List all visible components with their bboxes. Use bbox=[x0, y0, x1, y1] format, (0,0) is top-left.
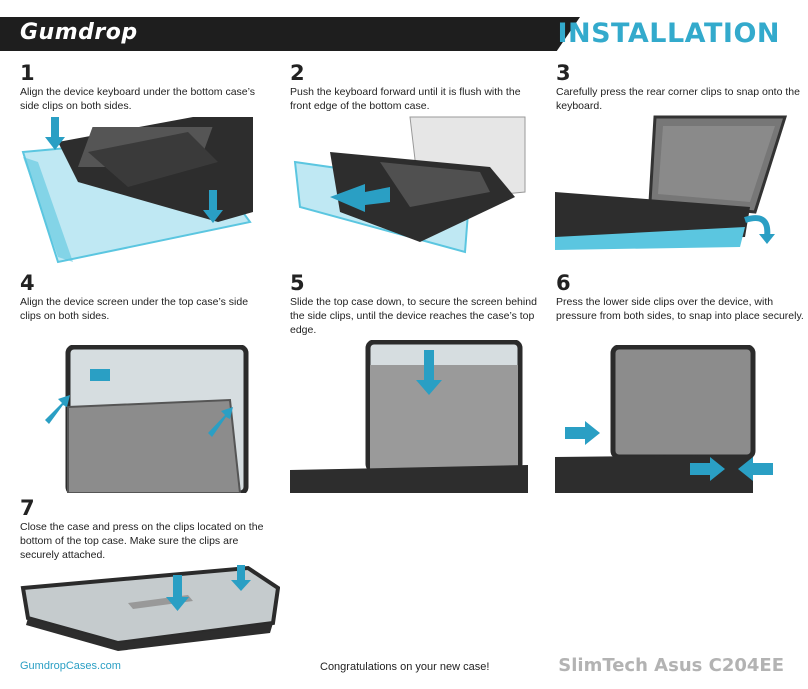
step-2: 2 Push the keyboard forward until it is … bbox=[290, 62, 540, 113]
arrow-icon bbox=[565, 421, 600, 445]
step-2-illustration bbox=[290, 112, 528, 257]
step-text: Carefully press the rear corner clips to… bbox=[556, 86, 800, 112]
step-text: Align the device keyboard under the bott… bbox=[20, 86, 256, 112]
step-text: Slide the top case down, to secure the s… bbox=[290, 296, 537, 336]
arrow-icon bbox=[690, 457, 725, 481]
step-3: 3 Carefully press the rear corner clips … bbox=[556, 62, 806, 113]
step-number: 3 bbox=[556, 61, 571, 85]
step-7-illustration bbox=[18, 563, 280, 651]
step-number: 6 bbox=[556, 271, 571, 295]
step-7: 7 Close the case and press on the clips … bbox=[20, 497, 270, 562]
step-number: 2 bbox=[290, 61, 305, 85]
arrow-icon bbox=[166, 575, 189, 611]
website-link[interactable]: GumdropCases.com bbox=[20, 660, 121, 672]
step-4-illustration bbox=[40, 345, 250, 493]
curved-arrow-icon bbox=[744, 215, 775, 244]
congratulations-message: Congratulations on your new case! bbox=[320, 661, 490, 673]
brand-logo: Gumdrop bbox=[20, 20, 138, 45]
header-bar bbox=[0, 17, 580, 51]
step-text: Close the case and press on the clips lo… bbox=[20, 521, 264, 561]
step-6-illustration bbox=[555, 345, 790, 493]
arrow-icon bbox=[208, 407, 233, 437]
step-5: 5 Slide the top case down, to secure the… bbox=[290, 272, 540, 337]
arrow-icon bbox=[45, 117, 65, 150]
step-5-illustration bbox=[290, 340, 528, 493]
arrow-icon bbox=[416, 350, 442, 395]
step-number: 7 bbox=[20, 496, 35, 520]
step-1-illustration bbox=[18, 112, 253, 267]
step-number: 1 bbox=[20, 61, 35, 85]
step-3-illustration bbox=[555, 112, 790, 252]
step-6: 6 Press the lower side clips over the de… bbox=[556, 272, 806, 323]
step-text: Press the lower side clips over the devi… bbox=[556, 296, 804, 322]
step-1: 1 Align the device keyboard under the bo… bbox=[20, 62, 270, 113]
step-4: 4 Align the device screen under the top … bbox=[20, 272, 270, 323]
step-text: Push the keyboard forward until it is fl… bbox=[290, 86, 521, 112]
arrow-icon bbox=[330, 184, 390, 212]
arrow-icon bbox=[738, 457, 773, 481]
arrow-icon bbox=[231, 565, 251, 591]
page-title: INSTALLATION bbox=[557, 18, 780, 49]
step-number: 5 bbox=[290, 271, 305, 295]
arrow-icon bbox=[45, 395, 70, 424]
product-name: SlimTech Asus C204EE bbox=[558, 655, 784, 676]
step-number: 4 bbox=[20, 271, 35, 295]
arrow-icon bbox=[203, 190, 223, 223]
step-text: Align the device screen under the top ca… bbox=[20, 296, 249, 322]
